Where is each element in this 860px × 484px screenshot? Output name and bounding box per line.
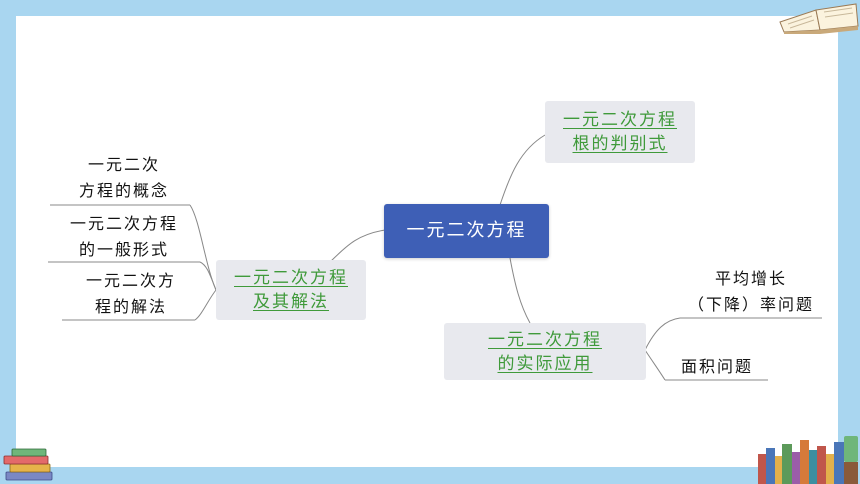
- connector-solving-general: [199, 261, 217, 291]
- connector-app-growth: [644, 317, 681, 351]
- leaf-concept-line1: 一元二次: [87, 155, 160, 174]
- leaf-general-form[interactable]: 一元二次方程 的一般形式: [50, 211, 198, 263]
- leaf-methods-line2: 程的解法: [94, 297, 167, 316]
- branch-solving[interactable]: 一元二次方程 及其解法: [216, 260, 366, 320]
- branch-discriminant-line1: 一元二次方程: [563, 110, 677, 130]
- leaf-growth-line2: （下降）率问题: [687, 295, 814, 314]
- branch-application-line1: 一元二次方程: [488, 329, 602, 350]
- leaf-general-form-line1: 一元二次方程: [69, 214, 178, 233]
- connector-center-application: [509, 257, 531, 324]
- connector-center-solving: [329, 229, 386, 263]
- leaf-concept-line2: 方程的概念: [78, 181, 169, 200]
- center-node[interactable]: 一元二次方程: [384, 204, 549, 258]
- leaf-area[interactable]: 面积问题: [672, 354, 762, 380]
- leaf-methods[interactable]: 一元二次方 程的解法: [68, 268, 194, 320]
- connector-solving-methods: [194, 289, 217, 321]
- connector-center-discriminant: [499, 134, 546, 206]
- leaf-concept[interactable]: 一元二次 方程的概念: [62, 152, 186, 204]
- branch-discriminant-line2: 根的判别式: [572, 134, 668, 154]
- branch-solving-line2: 及其解法: [253, 292, 329, 312]
- leaf-area-line1: 面积问题: [680, 357, 753, 376]
- connector-app-area: [644, 349, 666, 381]
- branch-application[interactable]: 一元二次方程 的实际应用: [444, 323, 646, 380]
- leaf-growth-line1: 平均增长: [714, 269, 787, 288]
- branch-solving-line1: 一元二次方程: [234, 268, 348, 288]
- center-node-label: 一元二次方程: [406, 220, 527, 241]
- leaf-growth-rate[interactable]: 平均增长 （下降）率问题: [676, 266, 826, 318]
- branch-discriminant[interactable]: 一元二次方程 根的判别式: [545, 101, 695, 163]
- bookshelf-icon: [758, 436, 858, 484]
- branch-application-line2: 的实际应用: [497, 353, 593, 374]
- leaf-methods-line1: 一元二次方: [85, 271, 176, 290]
- leaf-general-form-line2: 的一般形式: [78, 240, 169, 259]
- book-stack-icon: [3, 448, 53, 481]
- open-book-icon: [779, 3, 859, 34]
